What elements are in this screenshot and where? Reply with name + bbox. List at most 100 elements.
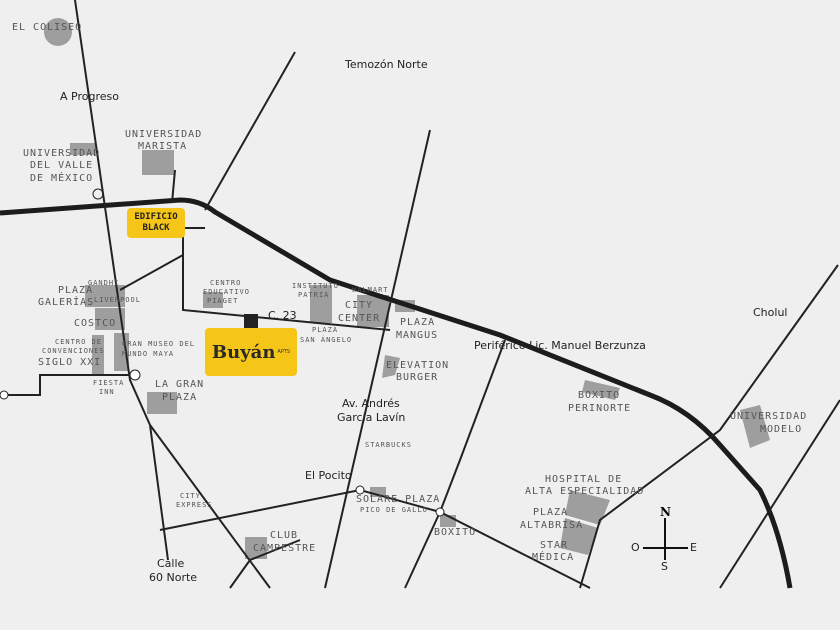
label-convenciones: CONVENCIONES — [42, 347, 105, 355]
building-boxito-perinorte — [582, 380, 620, 400]
label-temozon-norte: Temozón Norte — [344, 58, 428, 71]
building-costco — [95, 308, 125, 330]
building-elevation — [382, 355, 400, 378]
label-piaget: EDUCATIVO — [203, 288, 250, 296]
label-liverpool: LIVERPOOL — [94, 296, 141, 304]
label-convenciones: SIGLO XXI — [38, 357, 101, 368]
compass: N S E O — [631, 505, 697, 573]
label-cholul: Cholul — [753, 306, 787, 319]
road-periferico — [0, 197, 793, 589]
edificio-black-label: BLACK — [142, 223, 170, 233]
label-museo: MUNDO MAYA — [122, 350, 174, 358]
label-hospital: ALTA ESPECIALIDAD — [525, 486, 644, 497]
label-patria: PATRIA — [298, 291, 329, 299]
label-c23: C. 23 — [268, 309, 297, 322]
label-pico-de-gallo: PICO DE GALLO — [360, 506, 428, 514]
roundabout-marker — [92, 188, 104, 200]
building-piaget — [203, 292, 223, 308]
building-altabrisa — [560, 518, 598, 555]
road-andres-garcia-lavin — [324, 129, 431, 589]
label-solare-plaza: SOLARE PLAZA — [356, 494, 440, 505]
road-southeast — [719, 399, 840, 589]
label-costco: COSTCO — [74, 318, 116, 329]
label-modelo: UNIVERSIDAD — [730, 411, 807, 422]
label-calle-60: Calle — [157, 557, 185, 570]
building-city-center — [357, 295, 389, 327]
roundabout-marker — [355, 485, 365, 495]
building-el-coliseo — [44, 18, 72, 46]
building-siglo-xxi — [92, 335, 104, 375]
label-walmart: WALMART — [352, 286, 389, 294]
label-modelo: MODELO — [760, 424, 802, 435]
buyan-label: Buyán — [211, 341, 276, 363]
label-el-pocito: El Pocito — [305, 469, 352, 482]
compass-e: E — [690, 541, 697, 554]
label-altabrisa: PLAZA — [533, 507, 568, 518]
road-galerias — [119, 254, 184, 291]
label-marista: MARISTA — [138, 141, 187, 152]
buildings — [44, 18, 770, 559]
label-city-center: CENTER — [338, 313, 380, 324]
label-city-center: CITY — [345, 300, 373, 311]
label-periferico: Periférico Lic. Manuel Berzunza — [474, 339, 646, 352]
road-campestre — [229, 539, 301, 589]
label-calle-60: 60 Norte — [149, 571, 197, 584]
road-calle-60 — [74, 0, 169, 561]
building-valle — [70, 143, 96, 155]
compass-s: S — [661, 560, 668, 573]
building-campestre — [245, 537, 267, 559]
label-campestre: CLUB — [270, 530, 298, 541]
label-city-express: CITY — [180, 492, 201, 500]
label-mangus: MANGUS — [396, 330, 438, 341]
label-san-angelo: PLAZA — [312, 326, 338, 334]
label-galerias: GALERÍAS — [38, 295, 94, 308]
label-gran-plaza: LA GRAN — [155, 379, 204, 390]
road-east-vertical — [404, 339, 506, 589]
compass-n: N — [660, 505, 671, 519]
building-gran-plaza — [147, 392, 177, 414]
label-valle: DE MÉXICO — [30, 171, 93, 184]
label-museo: GRAN MUSEO DEL — [122, 340, 195, 348]
building-galerias — [85, 285, 125, 307]
label-elevation-burger: ELEVATION — [386, 360, 449, 371]
label-valle: UNIVERSIDAD — [23, 148, 100, 159]
label-hospital: HOSPITAL DE — [545, 474, 622, 485]
place-labels: EL COLISEO Temozón Norte A Progreso UNIV… — [12, 22, 807, 584]
road-cholul — [579, 264, 839, 589]
label-piaget: PIAGET — [207, 297, 238, 305]
roundabout-marker — [129, 369, 141, 381]
label-a-progreso: A Progreso — [60, 90, 119, 103]
label-elevation-burger: BURGER — [396, 372, 438, 383]
road-marista — [171, 169, 176, 204]
road-c23 — [182, 215, 391, 331]
label-convenciones: CENTRO DE — [55, 338, 102, 346]
label-san-angelo: SAN ÁNGELO — [300, 335, 352, 344]
label-altabrisa: ALTABRISA — [520, 520, 583, 531]
label-star-medica: STAR — [540, 540, 568, 551]
roads — [0, 0, 840, 589]
label-piaget: CENTRO — [210, 279, 241, 287]
label-av-andres: Av. Andrés — [342, 397, 400, 410]
label-fiesta-inn: INN — [99, 388, 115, 396]
buyan-pin-icon — [244, 314, 258, 328]
buyan-apts-label: APTS — [277, 349, 291, 355]
label-mangus: PLAZA — [400, 317, 435, 328]
label-el-coliseo: EL COLISEO — [12, 22, 82, 33]
building-patria — [310, 285, 332, 323]
roundabout-marker — [0, 390, 9, 400]
label-patria: INSTITUTO — [292, 282, 339, 290]
road-west — [0, 374, 135, 396]
label-galerias: PLAZA — [58, 285, 93, 296]
label-boxito-perinorte: BOXITO — [578, 390, 620, 401]
edificio-black-marker[interactable]: EDIFICIO BLACK — [127, 208, 185, 238]
label-gandhi: GANDHI — [88, 279, 119, 287]
buyan-marker[interactable]: Buyán APTS — [205, 328, 297, 376]
label-boxito-perinorte: PERINORTE — [568, 403, 631, 414]
road-el-pocito — [159, 488, 591, 589]
label-campestre: CAMPESTRE — [253, 543, 316, 554]
label-av-andres: García Lavín — [337, 411, 405, 424]
label-fiesta-inn: FIESTA — [93, 379, 124, 387]
building-solare — [370, 487, 386, 497]
